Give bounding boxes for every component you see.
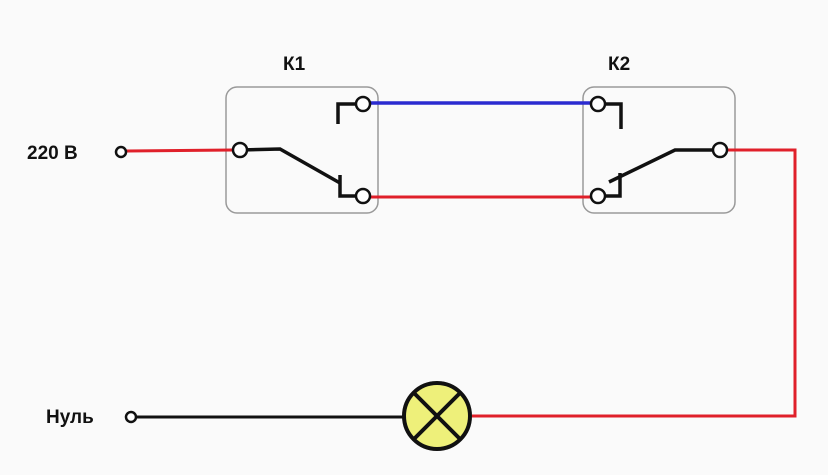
k2-bottom-terminal bbox=[589, 187, 607, 205]
k1-common-terminal bbox=[231, 141, 249, 159]
phase-input-wire bbox=[124, 148, 234, 153]
k1-top-terminal bbox=[354, 95, 372, 113]
switch-k2-label: К2 bbox=[608, 54, 630, 75]
lamp-icon bbox=[402, 381, 472, 451]
switch-k2-mechanism bbox=[605, 102, 713, 198]
neutral-terminal bbox=[124, 410, 138, 424]
k2-common-terminal bbox=[711, 141, 729, 159]
switch-k1-mechanism bbox=[239, 102, 356, 198]
phase-terminal bbox=[114, 145, 128, 159]
lamp-supply-wire bbox=[472, 148, 797, 418]
neutral-label: Нуль bbox=[46, 407, 94, 428]
k2-top-terminal bbox=[589, 95, 607, 113]
k1-bottom-terminal bbox=[354, 187, 372, 205]
phase-label: 220 В bbox=[27, 143, 78, 164]
switch-k1-label: К1 bbox=[283, 54, 306, 75]
